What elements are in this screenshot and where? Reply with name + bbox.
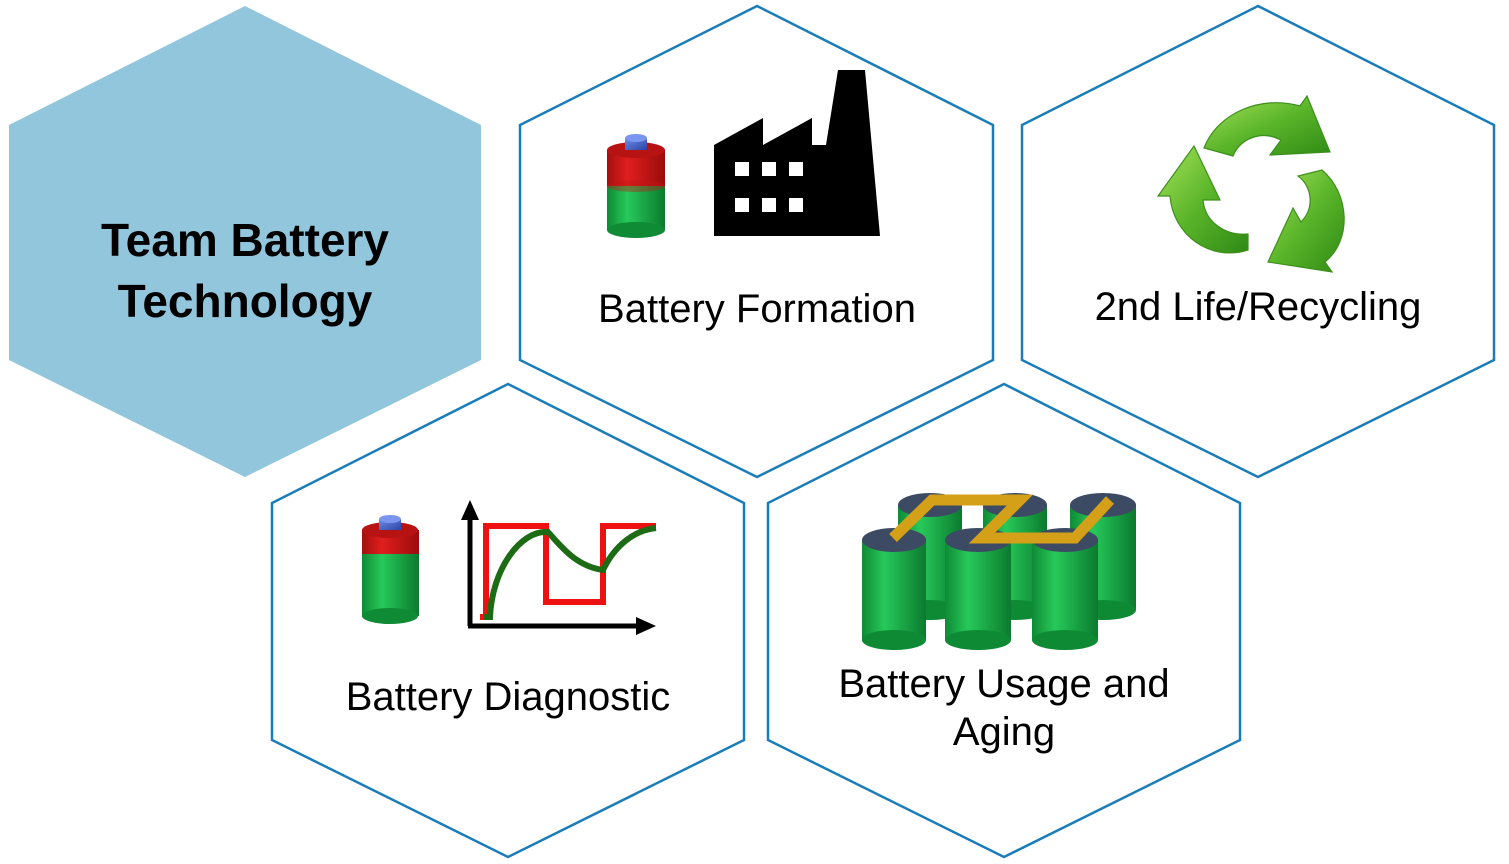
label-battery-diagnostic: Battery Diagnostic bbox=[290, 673, 726, 721]
center-title: Team Battery Technology bbox=[45, 210, 445, 331]
label-usage-line2: Aging bbox=[786, 708, 1222, 756]
hexagon-battery-formation bbox=[520, 6, 993, 477]
label-battery-formation: Battery Formation bbox=[540, 285, 974, 333]
center-title-line2: Technology bbox=[45, 271, 445, 332]
battery-pack-icon bbox=[862, 493, 1136, 650]
center-title-line1: Team Battery bbox=[45, 210, 445, 271]
battery-icon bbox=[607, 134, 665, 238]
label-recycling: 2nd Life/Recycling bbox=[1040, 283, 1476, 331]
label-usage-line1: Battery Usage and bbox=[786, 660, 1222, 708]
label-battery-usage-aging: Battery Usage and Aging bbox=[786, 660, 1222, 756]
hexagon-battery-diagnostic bbox=[272, 384, 744, 857]
battery-icon bbox=[362, 515, 419, 624]
hexagon-recycling bbox=[1022, 6, 1494, 477]
